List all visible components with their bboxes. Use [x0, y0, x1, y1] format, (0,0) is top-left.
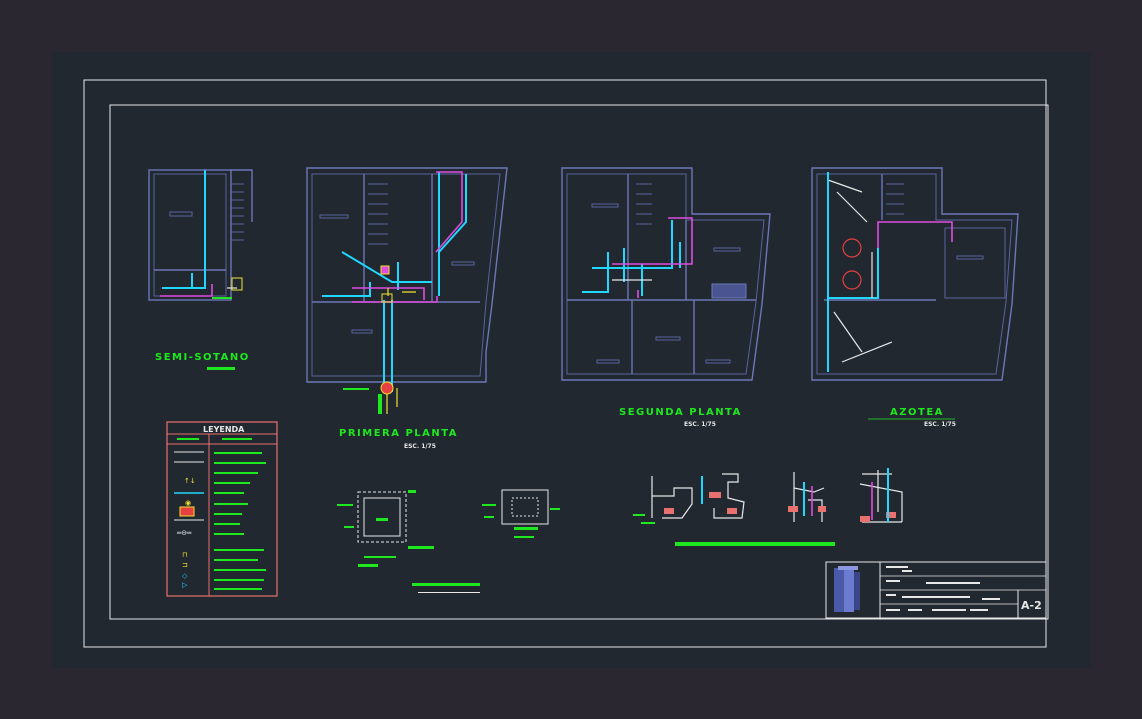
outer-frame [83, 79, 1047, 648]
scale-azotea: ESC. 1/75 [924, 421, 956, 428]
inner-frame [109, 104, 1049, 620]
plan-semisotano[interactable] [148, 169, 253, 301]
scale-primera: ESC. 1/75 [404, 443, 436, 450]
plan-primera[interactable] [306, 167, 508, 414]
svg-text:◇: ◇ [182, 572, 188, 580]
cad-viewport[interactable]: SEMI-SOTANO PRIMERA PL [52, 52, 1091, 668]
sheet-number: A-2 [1021, 599, 1042, 612]
svg-text:⊐: ⊐ [182, 561, 188, 569]
title-primera: PRIMERA PLANTA [339, 428, 458, 439]
title-semisotano: SEMI-SOTANO [155, 352, 250, 363]
scale-segunda: ESC. 1/75 [684, 421, 716, 428]
title-block[interactable]: A-2 [825, 561, 1047, 619]
firm-logo [834, 566, 860, 612]
plan-azotea[interactable] [811, 167, 1019, 381]
plan-segunda[interactable] [561, 167, 771, 381]
scale-bar-semisotano [207, 367, 235, 370]
legend-title: LEYENDA [203, 425, 245, 434]
detail-box[interactable] [482, 489, 560, 538]
svg-text:═⊖═: ═⊖═ [176, 529, 192, 537]
svg-text:▷: ▷ [182, 581, 188, 589]
detail-fixtures[interactable] [633, 468, 903, 546]
svg-text:↑↓: ↑↓ [184, 477, 196, 485]
svg-text:⊓: ⊓ [182, 551, 187, 559]
svg-text:◉: ◉ [185, 499, 191, 507]
title-azotea: AZOTEA [890, 407, 944, 418]
title-segunda: SEGUNDA PLANTA [619, 407, 742, 418]
legend-table[interactable]: LEYENDA ↑↓ ◉ ═⊖═ ⊓ ⊐ ◇ ▷ [166, 421, 278, 597]
detail-cistern[interactable] [337, 490, 480, 593]
drawing-canvas[interactable]: SEMI-SOTANO PRIMERA PL [52, 52, 1091, 668]
